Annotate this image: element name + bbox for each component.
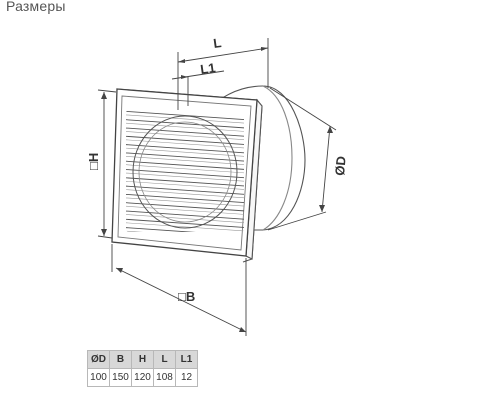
table-header: ØD bbox=[87, 350, 110, 369]
grille-slat-shadow bbox=[126, 205, 244, 216]
label-B: □B bbox=[178, 289, 195, 304]
table-cell: 150 bbox=[109, 368, 132, 387]
grille-slat-shadow bbox=[126, 155, 244, 166]
grille-slat-shadow bbox=[126, 164, 244, 174]
grille-slat-shadow bbox=[126, 122, 244, 133]
dimension-arrows bbox=[101, 47, 333, 332]
grille-slat bbox=[126, 160, 244, 171]
grille-slat-shadow bbox=[126, 213, 244, 224]
table-header: B bbox=[109, 350, 132, 369]
label-H: □H bbox=[86, 153, 101, 170]
grille-slat bbox=[126, 226, 244, 232]
grille-slat bbox=[126, 168, 244, 179]
grille-slat-shadow bbox=[126, 130, 244, 141]
table-header-row: ØD B H L L1 bbox=[87, 350, 198, 369]
grille-slat-shadow bbox=[126, 114, 244, 124]
fan-dimension-drawing: L L1 □H ØD □B bbox=[86, 35, 349, 336]
table-cell: 100 bbox=[87, 368, 110, 387]
grille-slat-shadow bbox=[126, 188, 244, 199]
table-cell: 12 bbox=[175, 368, 198, 387]
table-cell: 108 bbox=[153, 368, 176, 387]
grille-slat-shadow bbox=[126, 222, 244, 232]
grille-slat bbox=[126, 135, 244, 146]
grille-slat bbox=[126, 176, 244, 187]
grille-slat bbox=[126, 218, 244, 229]
grille-slat bbox=[126, 210, 244, 221]
table-header: L1 bbox=[175, 350, 198, 369]
grille-slat bbox=[126, 185, 244, 196]
label-L: L bbox=[212, 35, 222, 51]
label-L1: L1 bbox=[199, 60, 216, 77]
section-title: Размеры bbox=[6, 0, 66, 14]
grille-slat bbox=[126, 143, 244, 154]
dimension-lines bbox=[97, 38, 337, 336]
table-header: L bbox=[153, 350, 176, 369]
grille-slat-shadow bbox=[126, 197, 244, 207]
grille-slat bbox=[126, 118, 244, 129]
label-D: ØD bbox=[332, 156, 349, 177]
grille-slat-shadow bbox=[126, 172, 244, 182]
grille-slat bbox=[126, 127, 244, 138]
table-cell: 120 bbox=[131, 368, 154, 387]
grille bbox=[126, 110, 244, 232]
table-row: 100 150 120 108 12 bbox=[87, 368, 198, 387]
grille-slat bbox=[126, 193, 244, 204]
table-header: H bbox=[131, 350, 154, 369]
dimensions-table: ØD B H L L1 100 150 120 108 12 bbox=[87, 350, 198, 387]
